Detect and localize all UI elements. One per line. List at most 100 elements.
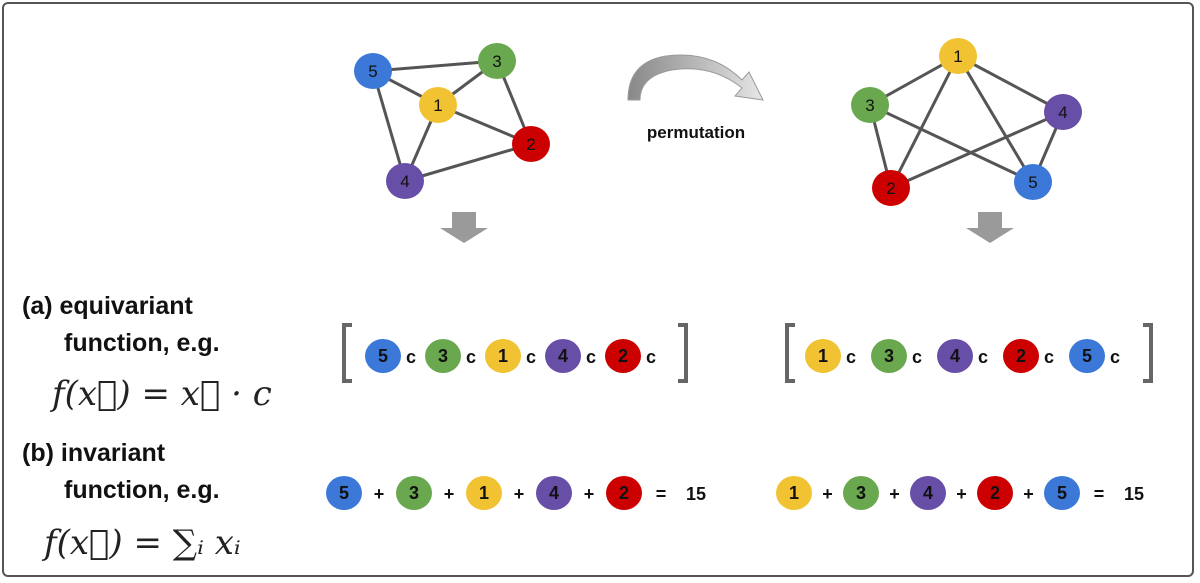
left-close-bracket — [678, 323, 688, 383]
invariant-right-node-5-label: 5 — [1057, 483, 1067, 503]
invariant-right-node-3: 3 — [843, 476, 879, 510]
invariant-right-plus-0: + — [822, 484, 833, 504]
right-open-bracket — [785, 323, 795, 383]
invariant-left-node-1: 1 — [466, 476, 502, 510]
right-graph-node-3-circle — [851, 87, 889, 123]
invariant-left-result: 15 — [686, 484, 706, 504]
invariant-left-node-5-label: 5 — [339, 483, 349, 503]
left-graph-node-4-circle — [386, 163, 424, 199]
down-arrow-left-icon — [440, 212, 488, 243]
right-close-bracket — [1143, 323, 1153, 383]
right-graph-node-1-circle — [939, 38, 977, 74]
section-a-title-line1: (a) equivariant — [22, 292, 194, 320]
invariant-right-node-2: 2 — [977, 476, 1013, 510]
equivariant-left-constant-4: c — [586, 347, 596, 367]
figure-frame — [2, 2, 1194, 577]
invariant-left-node-1-circle — [466, 476, 502, 510]
equivariant-right-node-3-label: 3 — [884, 346, 894, 366]
right-graph-edge-1-2 — [889, 55, 960, 189]
equivariant-right-node-1: 1 — [805, 339, 841, 373]
right-graph-node-5-circle — [1014, 164, 1052, 200]
right-graph-node-4-circle — [1044, 94, 1082, 130]
equivariant-left-node-5-label: 5 — [378, 346, 388, 366]
permutation-arrow-icon — [627, 54, 764, 101]
equivariant-left-node-3: 3 — [425, 339, 461, 373]
permutation-label: permutation — [647, 123, 745, 142]
invariant-right-node-4-circle — [910, 476, 946, 510]
equivariant-left-node-1-circle — [485, 339, 521, 373]
equivariant-right-node-3: 3 — [871, 339, 907, 373]
left-graph-node-1-circle — [419, 87, 457, 123]
invariant-right-node-5: 5 — [1044, 476, 1080, 510]
invariant-left-node-3-circle — [396, 476, 432, 510]
left-graph-node-2: 2 — [512, 126, 550, 162]
right-graph-edge-1-4 — [957, 54, 1064, 114]
equivariant-left-constant-3: c — [466, 347, 476, 367]
equivariant-right-node-5-circle — [1069, 339, 1105, 373]
left-graph-node-5: 5 — [354, 53, 392, 89]
invariant-right-node-2-label: 2 — [990, 483, 1000, 503]
right-graph-node-4: 4 — [1044, 94, 1082, 130]
invariant-left-plus-0: + — [374, 484, 385, 504]
equivariant-left-node-2: 2 — [605, 339, 641, 373]
equivariant-right-node-2-label: 2 — [1016, 346, 1026, 366]
invariant-right-node-1-label: 1 — [789, 483, 799, 503]
right-graph-node-3: 3 — [851, 87, 889, 123]
left-graph-node-2-circle — [512, 126, 550, 162]
right-graph-node-2-circle — [872, 170, 910, 206]
invariant-right-node-3-label: 3 — [856, 483, 866, 503]
left-graph-node-4-label: 4 — [400, 172, 409, 191]
equivariant-left-node-3-label: 3 — [438, 346, 448, 366]
section-a-title-line2: function, e.g. — [64, 329, 220, 357]
invariant-left-equals: = — [656, 484, 667, 504]
left-graph-edge-4-2 — [404, 142, 532, 183]
section-b-title-line1: (b) invariant — [22, 439, 166, 467]
right-graph-node-5-label: 5 — [1028, 173, 1037, 192]
down-arrow-right-icon — [966, 212, 1014, 243]
equivariant-left-node-4-circle — [545, 339, 581, 373]
equivariant-right-node-1-circle — [805, 339, 841, 373]
right-graph-node-5: 5 — [1014, 164, 1052, 200]
equivariant-right-node-5: 5 — [1069, 339, 1105, 373]
equivariant-right-node-1-label: 1 — [818, 346, 828, 366]
right-graph-edge-4-2 — [890, 110, 1064, 190]
invariant-left-node-2-circle — [606, 476, 642, 510]
right-graph-node-3-label: 3 — [865, 96, 874, 115]
right-graph-node-1-label: 1 — [953, 47, 962, 66]
invariant-right-node-4: 4 — [910, 476, 946, 510]
equivariant-right-node-4-label: 4 — [950, 346, 960, 366]
invariant-left-plus-2: + — [514, 484, 525, 504]
left-graph-edge-5-4 — [371, 70, 407, 182]
left-graph-node-5-circle — [354, 53, 392, 89]
right-graph-node-1: 1 — [939, 38, 977, 74]
equivariant-left-constant-2: c — [646, 347, 656, 367]
invariant-left-node-2-label: 2 — [619, 483, 629, 503]
left-graph-node-3: 3 — [478, 43, 516, 79]
equivariant-left-node-1-label: 1 — [498, 346, 508, 366]
equivariant-right-constant-5: c — [1110, 347, 1120, 367]
invariant-right-node-1-circle — [776, 476, 812, 510]
invariant-right-plus-1: + — [889, 484, 900, 504]
left-graph-node-5-label: 5 — [368, 62, 377, 81]
equivariant-right-constant-3: c — [912, 347, 922, 367]
invariant-left-node-5: 5 — [326, 476, 362, 510]
equivariant-left-node-2-label: 2 — [618, 346, 628, 366]
equivariant-left-node-4-label: 4 — [558, 346, 568, 366]
invariant-right-plus-2: + — [956, 484, 967, 504]
invariant-left-plus-3: + — [584, 484, 595, 504]
invariant-right-result: 15 — [1124, 484, 1144, 504]
right-graph-edge-1-5 — [956, 55, 1035, 183]
equivariant-right-node-2: 2 — [1003, 339, 1039, 373]
left-graph-node-3-label: 3 — [492, 52, 501, 71]
section-b-title-line2: function, e.g. — [64, 476, 220, 504]
equivariant-left-node-5: 5 — [365, 339, 401, 373]
invariant-left-plus-1: + — [444, 484, 455, 504]
left-graph-node-3-circle — [478, 43, 516, 79]
invariant-left-node-1-label: 1 — [479, 483, 489, 503]
left-graph-node-2-label: 2 — [526, 135, 535, 154]
section-b-formula: f(x⃗) = ∑ᵢ xᵢ — [41, 523, 241, 563]
invariant-left-node-2: 2 — [606, 476, 642, 510]
equivariant-left-node-1: 1 — [485, 339, 521, 373]
invariant-left-node-4-circle — [536, 476, 572, 510]
